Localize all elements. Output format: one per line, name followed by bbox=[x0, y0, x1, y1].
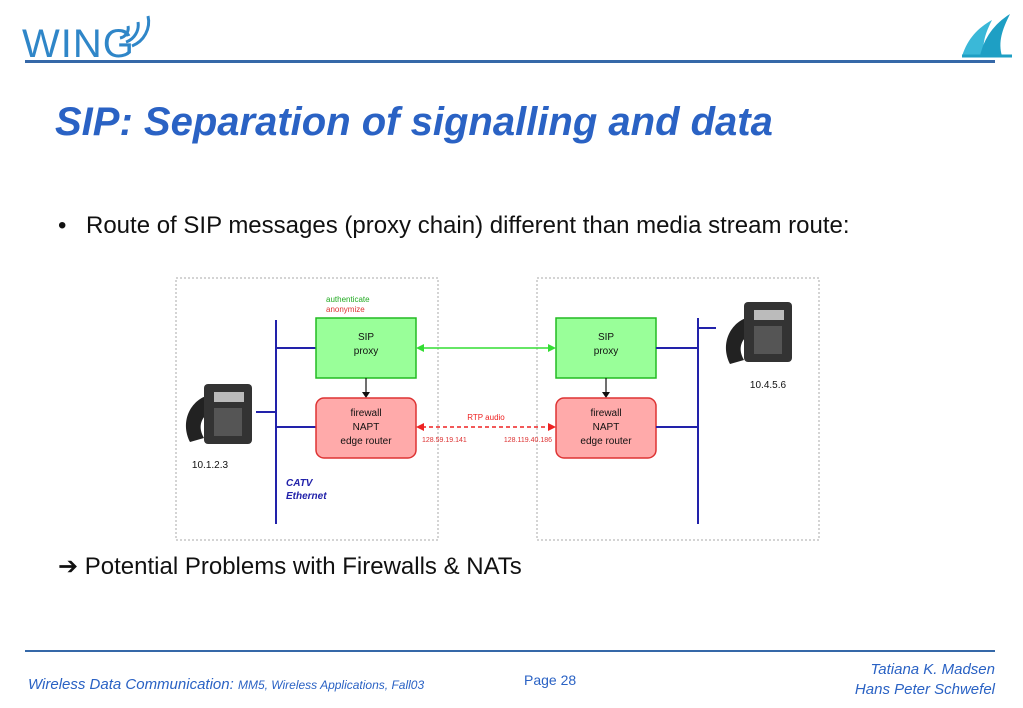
right-network-boundary bbox=[536, 277, 820, 541]
bullet-text: Route of SIP messages (proxy chain) diff… bbox=[86, 212, 850, 239]
author-name: Hans Peter Schwefel bbox=[854, 681, 995, 698]
left-router-label-1: firewall bbox=[350, 408, 381, 419]
network-type-label-1: CATV bbox=[286, 478, 314, 489]
left-proxy-label-1: SIP bbox=[358, 332, 374, 343]
footer-course-title: Wireless Data Communication: bbox=[28, 676, 234, 693]
footer-course-detail: MM5, Wireless Applications, Fall03 bbox=[237, 678, 425, 692]
left-router-label-3: edge router bbox=[340, 436, 392, 447]
rtp-audio-label: RTP audio bbox=[467, 413, 505, 422]
university-logo-icon bbox=[962, 14, 1012, 58]
conclusion-line: ➔ Potential Problems with Firewalls & NA… bbox=[58, 552, 522, 581]
right-proxy-label-1: SIP bbox=[598, 332, 614, 343]
signal-waves-icon bbox=[119, 15, 151, 48]
left-proxy-label-2: proxy bbox=[354, 346, 378, 357]
bullet-item: • Route of SIP messages (proxy chain) dif… bbox=[58, 212, 850, 240]
right-router-ip: 128.119.40.186 bbox=[504, 437, 552, 444]
left-phone-ip: 10.1.2.3 bbox=[192, 460, 229, 471]
conclusion-text: Potential Problems with Firewalls & NATs bbox=[84, 553, 522, 580]
right-router-label-2: NAPT bbox=[593, 422, 620, 433]
sip-network-diagram: 10.1.2.3 CATV Ethernet authenticate anon… bbox=[175, 277, 820, 541]
left-network-boundary bbox=[175, 277, 439, 541]
left-sip-proxy bbox=[315, 317, 417, 379]
right-phone-ip: 10.4.5.6 bbox=[750, 380, 787, 391]
footer-course: Wireless Data Communication: MM5, Wirele… bbox=[28, 676, 424, 693]
authenticate-annotation: authenticate bbox=[326, 295, 370, 304]
bullet-marker: • bbox=[58, 212, 67, 239]
left-router-ip: 128.59.19.141 bbox=[422, 437, 467, 444]
left-router-label-2: NAPT bbox=[353, 422, 380, 433]
slide-title: SIP: Separation of signalling and data bbox=[55, 100, 773, 144]
author-name: Tatiana K. Madsen bbox=[870, 661, 995, 678]
header-rule bbox=[25, 60, 995, 63]
page-number: Page 28 bbox=[524, 672, 577, 688]
left-edge-router bbox=[315, 397, 417, 459]
left-phone-icon bbox=[180, 378, 260, 470]
right-arrow-icon: ➔ bbox=[58, 553, 79, 580]
right-phone-icon bbox=[718, 292, 802, 376]
right-router-label-3: edge router bbox=[580, 436, 632, 447]
footer-authors: Tatiana K. Madsen Hans Peter Schwefel bbox=[855, 660, 995, 700]
wing-logo-text: WING bbox=[22, 22, 135, 66]
right-router-label-1: firewall bbox=[590, 408, 621, 419]
network-type-label-2: Ethernet bbox=[286, 491, 327, 502]
footer-rule bbox=[25, 650, 995, 652]
anonymize-annotation: anonymize bbox=[326, 305, 365, 314]
right-proxy-label-2: proxy bbox=[594, 346, 618, 357]
